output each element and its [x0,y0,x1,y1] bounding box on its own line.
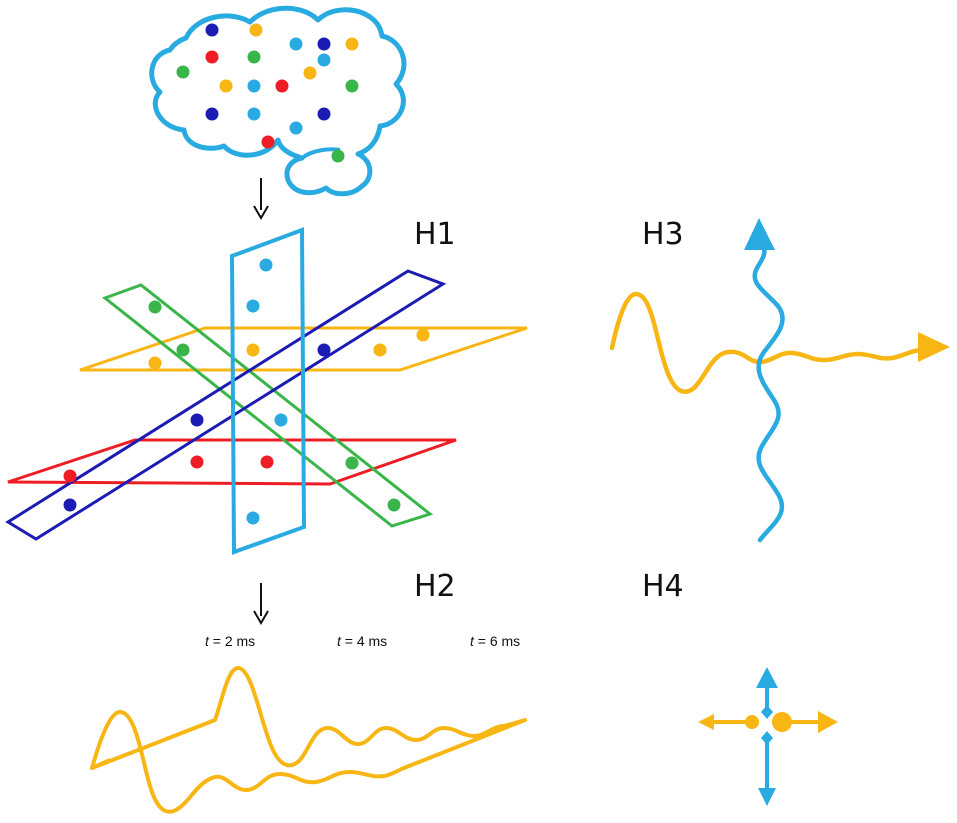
h1-planes [8,230,527,552]
brain-dot [290,38,303,51]
cyan-arrowhead [744,218,775,250]
brain-dot [318,54,331,67]
plane-dot [374,344,387,357]
plane-dot [388,499,401,512]
plane-dot [346,457,359,470]
plane-dot [275,414,288,427]
plane-dot [247,512,260,525]
cyan-plane [232,230,304,552]
plane-dot [247,344,260,357]
blue-plane [8,271,443,539]
plane-dot [64,470,77,483]
brain-dot [206,108,219,121]
h4-label: H4 [642,569,684,604]
brain-dot [346,80,359,93]
plane-dot [177,344,190,357]
brain-dot [248,51,261,64]
compass-arrows-icon [698,667,838,806]
brain-dot [290,122,303,135]
brain-dot [177,66,190,79]
brain-dot [346,38,359,51]
plane-dot [261,456,274,469]
h2-label: H2 [414,569,456,604]
brain-dot [262,136,275,149]
yellow-wave-2d [92,712,404,812]
yellow-arrowhead [918,332,950,362]
plane-dot [149,301,162,314]
h2-wave-sheet [92,668,525,812]
plane-dot [260,259,273,272]
cyan-wave [755,248,783,540]
brain-dot [304,67,317,80]
time-label-2ms: t = 2 ms [205,633,255,649]
h1-label: H1 [414,217,456,252]
down-arrow-icon [254,583,268,623]
plane-dot [191,414,204,427]
brain-dot [206,51,219,64]
brain-dot [206,24,219,37]
plane-dot [417,329,430,342]
brain-dot [248,108,261,121]
plane-dot [191,456,204,469]
plane-dot [149,357,162,370]
time-label-4ms: t = 4 ms [337,633,387,649]
brain-dot [276,80,289,93]
plane-dot [64,499,77,512]
brain-dot [318,108,331,121]
plane-dot [318,344,331,357]
brain-cloud-icon [152,8,404,194]
brain-dot [220,80,233,93]
yellow-wave-back [215,668,525,765]
brain-outline [152,8,404,194]
time-label-6ms: t = 6 ms [470,633,520,649]
plane-dot [247,300,260,313]
brain-dot [248,80,261,93]
down-arrow-icon [254,178,268,218]
brain-dot [250,24,263,37]
yellow-wave [612,294,922,392]
h3-label: H3 [642,217,684,252]
brain-dot [318,38,331,51]
brain-dot [332,150,345,163]
wave-arrow-icon [612,218,950,540]
